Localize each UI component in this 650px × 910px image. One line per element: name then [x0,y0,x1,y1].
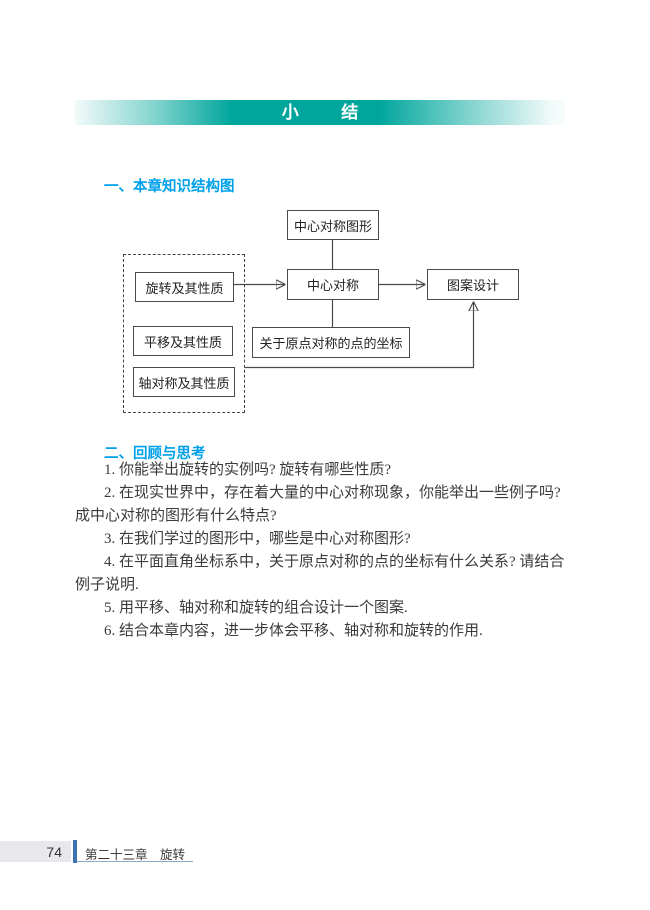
question-4-line-1: 4. 在平面直角坐标系中，关于原点对称的点的坐标有什么关系? 请结合 [104,554,565,570]
question-1-line: 1. 你能举出旋转的实例吗? 旋转有哪些性质? [104,462,392,478]
page-number-strip: 74 [0,841,71,862]
node-origin-point-coords: 关于原点对称的点的坐标 [252,327,410,358]
footer-underline [77,861,193,862]
page-footer: 74 第二十三章 旋转 [0,840,650,864]
footer-accent-bar [73,840,77,863]
node-pattern-design: 图案设计 [427,269,519,300]
node-rotation-properties: 旋转及其性质 [135,272,234,302]
node-translation-properties: 平移及其性质 [133,326,233,356]
question-4-line-2: 例子说明. [75,577,139,593]
review-questions: 1. 你能举出旋转的实例吗? 旋转有哪些性质? 2. 在现实世界中，存在着大量的… [75,459,577,643]
chapter-summary-banner: 小 结 [75,100,565,125]
connector-group-to-design-arrow [245,303,474,369]
page-number: 74 [46,843,62,860]
section-heading-review: 二、回顾与思考 [104,446,206,462]
section-heading-structure: 一、本章知识结构图 [104,179,235,195]
question-2-line-2: 成中心对称的图形有什么特点? [75,508,277,524]
question-6-line: 6. 结合本章内容，进一步体会平移、轴对称和旋转的作用. [104,623,483,639]
banner-title: 小 结 [281,103,371,122]
node-central-symmetry: 中心对称 [287,269,379,300]
knowledge-structure-diagram: 中心对称图形 旋转及其性质 中心对称 图案设计 平移及其性质 关于原点对称的点的… [0,0,650,440]
transformations-dashed-group [123,254,245,413]
node-axial-symmetry-properties: 轴对称及其性质 [133,367,235,397]
question-5-line: 5. 用平移、轴对称和旋转的组合设计一个图案. [104,600,408,616]
question-3-line: 3. 在我们学过的图形中，哪些是中心对称图形? [104,531,411,547]
question-2-line-1: 2. 在现实世界中，存在着大量的中心对称现象，你能举出一些例子吗? [104,485,561,501]
node-central-symmetric-figure: 中心对称图形 [287,210,379,240]
chapter-label: 第二十三章 旋转 [85,848,186,862]
diagram-connectors [234,240,650,369]
